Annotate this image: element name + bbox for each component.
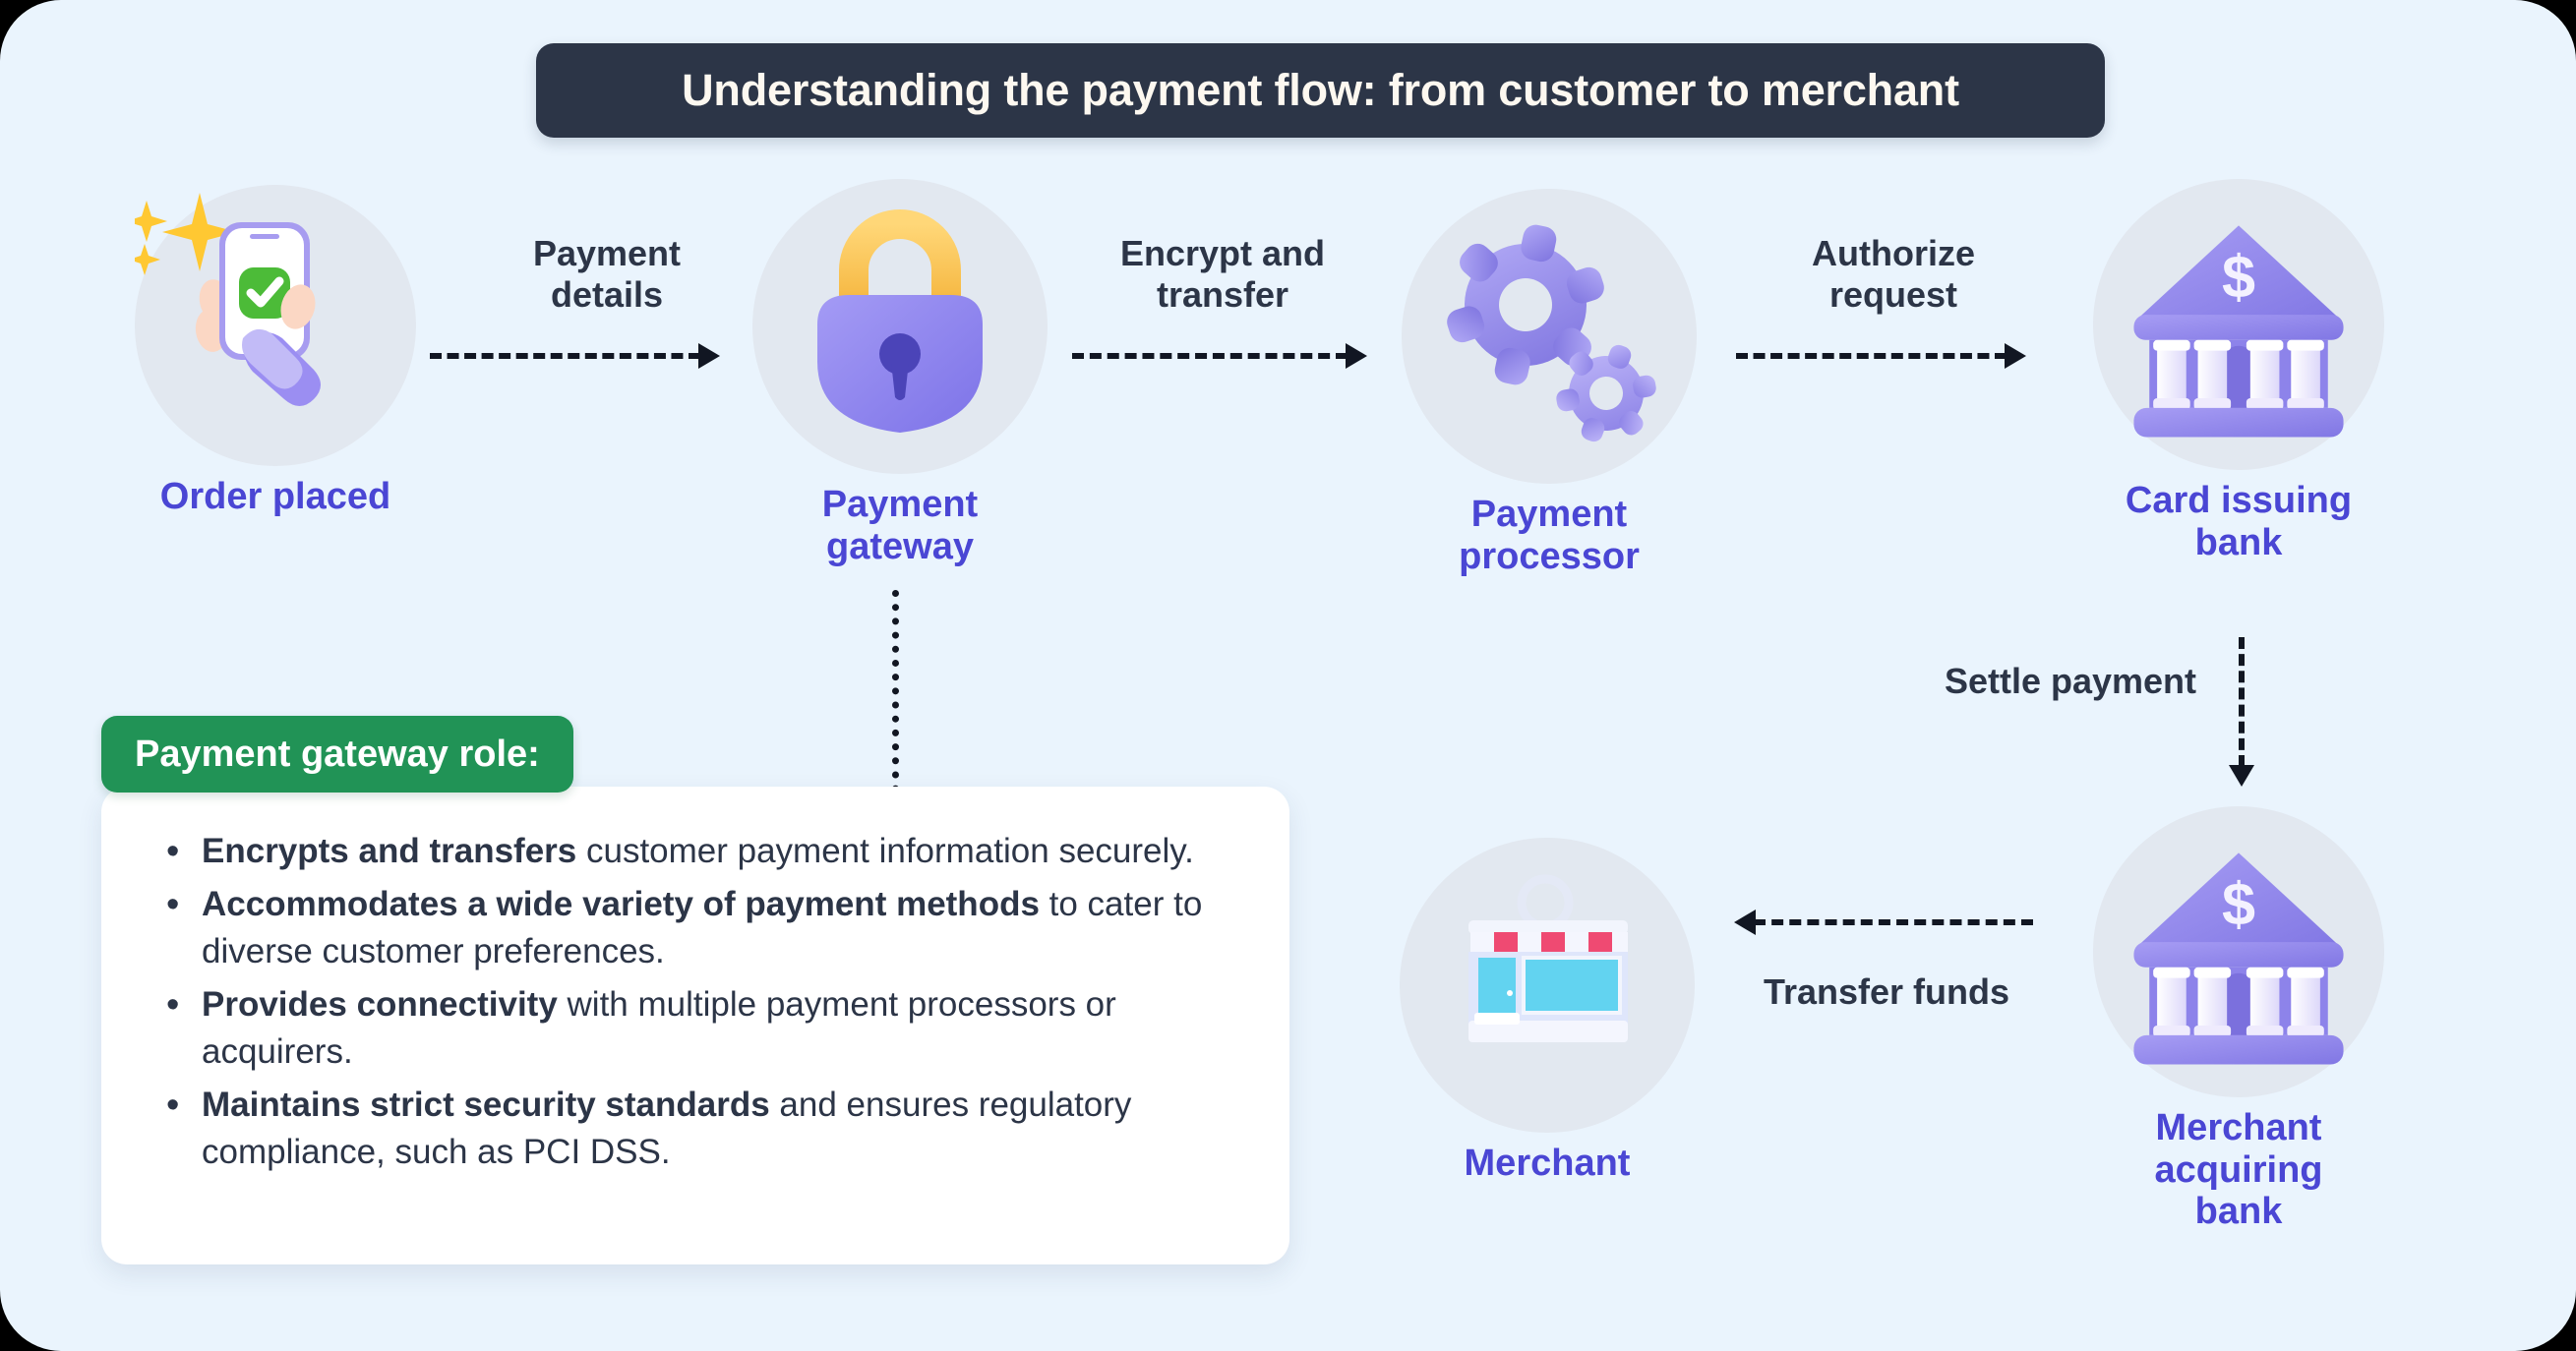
node-payment-gateway[interactable]: Payment gateway xyxy=(752,179,1048,567)
gears-icon xyxy=(1447,224,1656,442)
bullet-rest: with multiple payment processors or acqu… xyxy=(202,984,1116,1071)
merchant-acquiring-bank-icon-circle: $ xyxy=(2093,806,2384,1097)
payment-processor-icon-circle xyxy=(1402,189,1697,484)
connector-settle-payment-arrow xyxy=(2229,637,2254,787)
list-item: Maintains strict security standards and … xyxy=(158,1080,1234,1176)
callout-badge-label: Payment gateway role: xyxy=(135,733,540,775)
connector-encrypt-transfer-arrow xyxy=(1072,343,1367,369)
arrow-head-left xyxy=(1734,910,1756,935)
node-order-placed-label: Order placed xyxy=(159,476,391,517)
arrow-line xyxy=(1072,353,1348,359)
page-title: Understanding the payment flow: from cus… xyxy=(682,65,1959,115)
bullet-bold: Maintains strict security standards xyxy=(202,1085,770,1124)
callout-card: Encrypts and transfers customer payment … xyxy=(101,787,1289,1264)
arrow-head-right xyxy=(698,343,720,369)
phone-in-hand-icon xyxy=(135,193,321,406)
bullet-rest: to cater to diverse customer preferences… xyxy=(202,884,1203,970)
list-item: Encrypts and transfers customer payment … xyxy=(158,826,1234,877)
connector-payment-details-arrow xyxy=(430,343,720,369)
arrow-line xyxy=(2239,637,2245,767)
callout-badge: Payment gateway role: xyxy=(101,716,573,793)
arrow-head-down xyxy=(2229,765,2254,787)
connector-payment-details-label: Payment details xyxy=(532,233,682,316)
connector-gateway-to-callout xyxy=(892,590,899,806)
merchant-icon-circle xyxy=(1400,838,1695,1133)
node-merchant-label: Merchant xyxy=(1464,1143,1631,1184)
node-merchant-acquiring-bank[interactable]: $ xyxy=(2093,806,2384,1233)
connector-transfer-funds-label: Transfer funds xyxy=(1763,971,2010,1012)
node-order-placed[interactable]: Order placed xyxy=(128,185,423,518)
storefront-icon xyxy=(1468,874,1628,1042)
connector-settle-payment-label: Settle payment xyxy=(1944,661,2197,701)
title-banner: Understanding the payment flow: from cus… xyxy=(536,43,2105,138)
node-payment-processor-label: Payment processor xyxy=(1459,494,1640,577)
svg-text:$: $ xyxy=(2222,243,2255,310)
callout-bullet-list: Encrypts and transfers customer payment … xyxy=(101,787,1289,1176)
node-card-issuing-bank[interactable]: $ xyxy=(2093,179,2384,563)
bank-icon: $ xyxy=(2133,852,2344,1065)
list-item: Accommodates a wide variety of payment m… xyxy=(158,879,1234,975)
bullet-rest: and ensures regulatory compliance, such … xyxy=(202,1085,1132,1171)
bullet-bold: Accommodates a wide variety of payment m… xyxy=(202,884,1040,923)
node-merchant[interactable]: Merchant xyxy=(1400,838,1695,1185)
card-issuing-bank-icon-circle: $ xyxy=(2093,179,2384,470)
padlock-icon xyxy=(817,209,983,433)
bank-icon: $ xyxy=(2133,225,2344,438)
node-card-issuing-bank-label: Card issuing bank xyxy=(2125,480,2353,563)
order-placed-icon-circle xyxy=(135,185,416,466)
arrow-line xyxy=(1754,919,2033,925)
connector-authorize-request-label: Authorize request xyxy=(1812,233,1975,316)
bullet-rest: customer payment information securely. xyxy=(576,832,1194,870)
connector-authorize-request-arrow xyxy=(1736,343,2026,369)
connector-encrypt-transfer-label: Encrypt and transfer xyxy=(1119,233,1326,316)
connector-transfer-funds-arrow xyxy=(1734,910,2033,935)
arrow-head-right xyxy=(2005,343,2026,369)
node-merchant-acquiring-bank-label: Merchant acquiring bank xyxy=(2154,1107,2323,1233)
node-payment-processor[interactable]: Payment processor xyxy=(1397,189,1702,577)
bullet-bold: Provides connectivity xyxy=(202,984,558,1024)
list-item: Provides connectivity with multiple paym… xyxy=(158,979,1234,1076)
arrow-line xyxy=(1736,353,2007,359)
node-payment-gateway-label: Payment gateway xyxy=(821,484,979,567)
arrow-head-right xyxy=(1346,343,1367,369)
bullet-bold: Encrypts and transfers xyxy=(202,832,577,870)
arrow-line xyxy=(430,353,700,359)
svg-text:$: $ xyxy=(2222,870,2255,937)
payment-gateway-icon-circle xyxy=(752,179,1048,474)
